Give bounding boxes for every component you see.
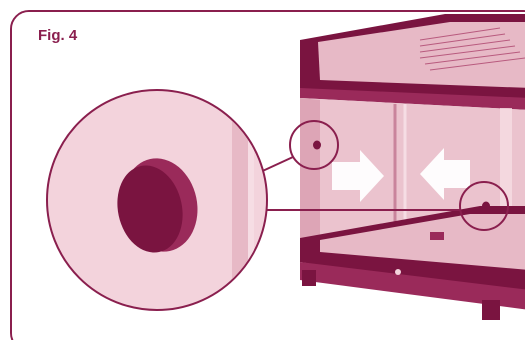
terrarium-frame-hole (395, 269, 401, 275)
magnet-dot-left (313, 140, 321, 150)
terrarium-bottom-latch (430, 232, 444, 240)
magnet-callout-left (289, 120, 339, 170)
magnet-callout-right (459, 181, 509, 231)
magnet-dot-right (482, 201, 490, 211)
terrarium-top-vent (419, 27, 525, 71)
terrarium-foot-right (482, 300, 500, 320)
arrow-right-icon (332, 150, 384, 202)
arrow-left-icon (420, 148, 470, 200)
magnet-icon (117, 158, 198, 253)
terrarium-foot-left (302, 270, 316, 286)
terrarium-top-front-edge (300, 88, 525, 110)
terrarium-bottom-frame-front (300, 262, 525, 310)
figure-label: Fig. 4 (38, 27, 78, 44)
terrarium (300, 14, 525, 320)
magnified-glass-edge (232, 91, 248, 309)
magnified-view (46, 89, 268, 311)
